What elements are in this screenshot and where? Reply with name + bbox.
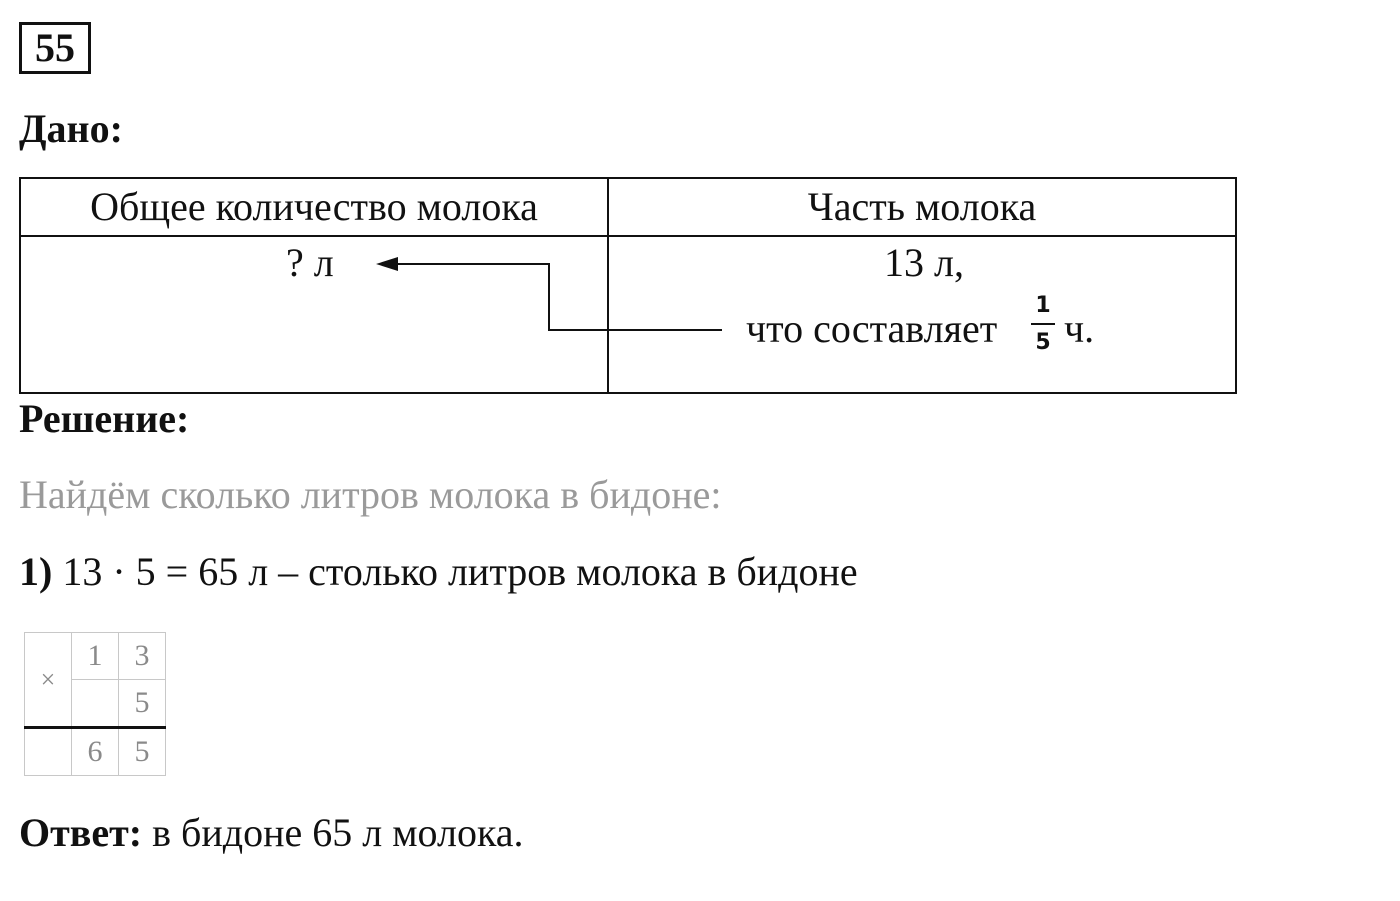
fraction-bar xyxy=(1031,323,1055,325)
given-table-header-row: Общее количество молока Часть молока xyxy=(19,177,1237,237)
fraction-one-fifth: 1 5 xyxy=(1029,292,1057,357)
calc-digit xyxy=(71,679,119,728)
answer-line: Ответ: в бидоне 65 л молока. xyxy=(19,810,524,856)
answer-text: в бидоне 65 л молока. xyxy=(152,810,524,855)
milk-part-description: что составляет xyxy=(746,306,998,351)
calc-empty-cell xyxy=(24,726,72,776)
answer-label: Ответ: xyxy=(19,810,143,855)
total-milk-header: Общее количество молока xyxy=(19,177,609,237)
solution-step-1: 1) 13 · 5 = 65 л – столько литров молока… xyxy=(19,549,858,595)
solution-heading: Решение: xyxy=(19,396,190,441)
calc-result-row: 6 5 xyxy=(24,726,166,776)
calc-row-1: × 1 3 xyxy=(24,632,166,728)
calc-digit: 1 xyxy=(71,632,119,680)
calc-digit: 5 xyxy=(118,726,166,776)
multiplication-sign: × xyxy=(24,632,72,728)
milk-part-suffix: ч. xyxy=(1064,306,1095,351)
fraction-denominator: 5 xyxy=(1035,330,1051,355)
fraction-numerator: 1 xyxy=(1035,293,1051,318)
calc-row-2: 5 xyxy=(25,679,166,728)
solution-intro: Найдём сколько литров молока в бидоне: xyxy=(19,472,722,517)
column-multiplication: × 1 3 5 6 5 xyxy=(24,632,166,776)
calc-digit: 5 xyxy=(118,679,166,728)
problem-number: 55 xyxy=(19,22,91,74)
calc-digit: 6 xyxy=(71,726,119,776)
total-milk-value: ? л xyxy=(286,240,334,285)
step-1-label: 1) xyxy=(19,549,53,594)
milk-part-header: Часть молока xyxy=(607,177,1237,237)
step-1-text: 13 · 5 = 65 л – столько литров молока в … xyxy=(62,549,858,594)
calc-digit: 3 xyxy=(118,632,166,680)
given-table: Общее количество молока Часть молока xyxy=(19,177,1237,394)
milk-part-amount: 13 л, xyxy=(884,240,964,285)
given-heading: Дано: xyxy=(19,106,123,151)
